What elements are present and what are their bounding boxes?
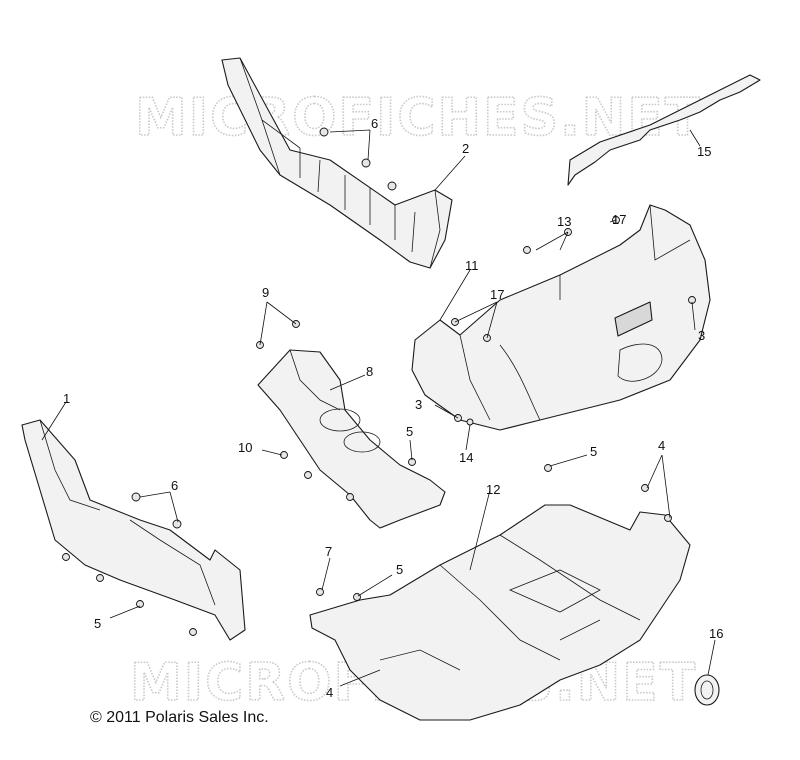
- part-11-bulkhead: [411, 204, 711, 431]
- leader-lines: [41, 129, 716, 687]
- callout-9: 9: [262, 285, 269, 300]
- callout-7: 7: [325, 544, 332, 559]
- part-1-panel: [21, 419, 246, 641]
- callout-3-left: 3: [415, 397, 422, 412]
- callout-6-top: 6: [371, 116, 378, 131]
- callout-5-tub: 5: [590, 444, 597, 459]
- watermark-top: MICROFICHES.NET: [135, 88, 702, 148]
- callout-17-right: 17: [612, 212, 626, 227]
- callout-5-console: 5: [406, 424, 413, 439]
- callout-15: 15: [697, 144, 711, 159]
- callout-14: 14: [459, 450, 473, 465]
- callout-1: 1: [63, 391, 70, 406]
- callout-5-floor: 5: [396, 562, 403, 577]
- callout-10: 10: [238, 440, 252, 455]
- callout-4-bottom: 4: [326, 685, 333, 700]
- callout-4-right: 4: [658, 438, 665, 453]
- callout-6-left: 6: [171, 478, 178, 493]
- callout-2: 2: [462, 141, 469, 156]
- part-8-console: [257, 349, 446, 529]
- copyright-notice: © 2011 Polaris Sales Inc.: [90, 709, 269, 726]
- callout-17-left: 17: [490, 287, 504, 302]
- callout-11: 11: [465, 258, 479, 273]
- part-2-panel: [221, 57, 453, 269]
- callout-3-right: 3: [698, 328, 705, 343]
- callout-16: 16: [709, 626, 723, 641]
- part-12-tub: [309, 504, 691, 721]
- callout-13: 13: [557, 214, 571, 229]
- callout-8: 8: [366, 364, 373, 379]
- part-15-strip: [567, 74, 761, 186]
- callout-12: 12: [486, 482, 500, 497]
- callout-5-left: 5: [94, 616, 101, 631]
- part-16-ring: [694, 674, 720, 706]
- callout-labels: 6 2 15 13 17 11 9 17 3 8 3 5 14 10 1 6 5…: [63, 116, 723, 700]
